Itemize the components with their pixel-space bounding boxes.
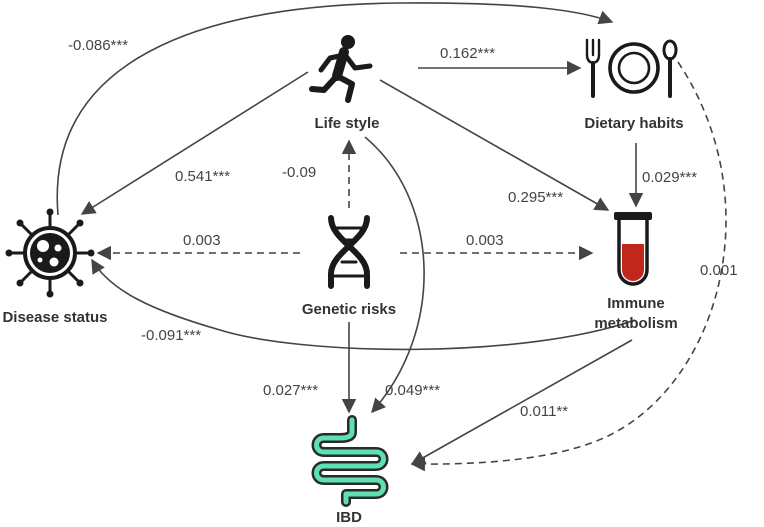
edges: -0.086*** 0.162*** 0.541*** -0.09 0.295*…	[56, 2, 738, 472]
coef-lifestyle-to-disease: 0.541***	[175, 168, 230, 185]
coef-disease-to-dietary: -0.086***	[68, 37, 128, 54]
edge-immune-to-disease	[91, 258, 636, 351]
coef-dietary-to-ibd: 0.001	[700, 262, 738, 279]
node-label-life-style: Life style	[314, 115, 379, 132]
running-person-icon	[309, 35, 373, 103]
coef-genetic-to-lifestyle: -0.09	[282, 164, 316, 181]
node-label-immune-line1: Immune	[607, 295, 665, 312]
node-label-disease-status: Disease status	[2, 309, 107, 326]
node-life-style: Life style	[309, 35, 380, 132]
edge-lifestyle-to-immune	[379, 79, 610, 211]
spoon-icon	[662, 39, 678, 98]
virus-icon	[5, 208, 95, 298]
coef-immune-to-disease: -0.091***	[141, 327, 201, 344]
test-tube-icon	[614, 212, 652, 286]
plate-cutlery-icon	[585, 38, 678, 98]
node-immune-metabolism: Immune metabolism	[594, 212, 678, 332]
edge-lifestyle-to-disease	[80, 71, 309, 215]
edge-disease-to-dietary	[56, 2, 614, 216]
node-label-immune-line2: metabolism	[594, 315, 677, 332]
node-label-genetic-risks: Genetic risks	[302, 301, 396, 318]
node-label-dietary-habits: Dietary habits	[584, 115, 683, 132]
edge-immune-to-ibd	[410, 339, 633, 465]
coef-lifestyle-to-ibd: 0.049***	[385, 382, 440, 399]
edge-dietary-to-ibd	[410, 61, 727, 472]
coef-dietary-to-immune: 0.029***	[642, 169, 697, 186]
fork-icon	[585, 38, 601, 98]
node-ibd: IBD	[311, 415, 389, 526]
dna-icon	[328, 215, 370, 289]
coef-lifestyle-to-dietary: 0.162***	[440, 45, 495, 62]
node-label-ibd: IBD	[336, 509, 362, 526]
intestine-icon	[311, 415, 389, 507]
coef-immune-to-ibd: 0.011**	[520, 403, 568, 420]
coef-genetic-to-disease: 0.003	[183, 232, 221, 249]
coef-genetic-to-ibd: 0.027***	[263, 382, 318, 399]
coef-genetic-to-immune: 0.003	[466, 232, 504, 249]
edge-lifestyle-to-ibd	[364, 136, 425, 414]
coef-lifestyle-to-immune: 0.295***	[508, 189, 563, 206]
node-genetic-risks: Genetic risks	[302, 215, 396, 318]
node-dietary-habits: Dietary habits	[584, 38, 684, 132]
node-disease-status: Disease status	[2, 208, 108, 326]
